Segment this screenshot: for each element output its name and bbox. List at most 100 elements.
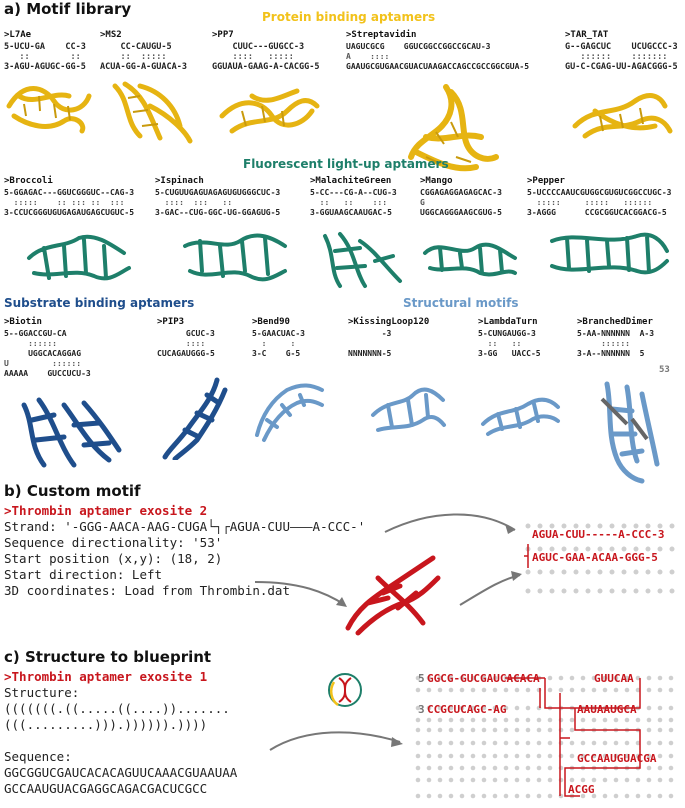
grid-dot (668, 687, 674, 693)
lambda-3d-structure (481, 397, 560, 436)
grid-dot (558, 675, 564, 681)
grid-dot (613, 717, 619, 723)
grid-dot (646, 777, 652, 783)
grid-dot (481, 717, 487, 723)
bp-3-label: 3 (418, 703, 425, 716)
branched-3d-structure (600, 381, 660, 484)
grid-dot (624, 740, 630, 746)
grid-dot (459, 753, 465, 759)
fluor-group-title: Fluorescent light-up aptamers (243, 157, 449, 171)
grid-dot (492, 793, 498, 799)
motif-title: >TAR_TAT (565, 30, 609, 40)
grid-dot (602, 717, 608, 723)
grid-dot (646, 675, 652, 681)
grid-dot (481, 675, 487, 681)
grid-dot (580, 777, 586, 783)
grid-dot (503, 753, 509, 759)
grid-dot (536, 793, 542, 799)
grid-dot (503, 740, 509, 746)
motif-kissing-loop: >KissingLoop120 -3 NNNNNNN-5 (348, 317, 468, 477)
grid-dot (657, 793, 663, 799)
grid-dot (503, 705, 509, 711)
grid-dot (525, 793, 531, 799)
custom-bp-bot: AGUC-GAA-ACAA-GGG-5 (532, 551, 658, 564)
grid-dot (569, 777, 575, 783)
grid-dot (613, 753, 619, 759)
grid-dot (415, 793, 421, 799)
mango-3d-structure (423, 242, 517, 277)
substrate-group-title: Substrate binding aptamers (4, 296, 195, 310)
grid-dot (514, 740, 520, 746)
sequence-line-2: GCCAAUGUACGAGGCAGACGACUCGCC (4, 781, 208, 796)
branched-directionality: 53 (659, 365, 670, 375)
grid-dot (492, 765, 498, 771)
grid-dot (448, 753, 454, 759)
grid-dot (426, 675, 432, 681)
grid-dot (569, 727, 575, 733)
grid-dot (514, 793, 520, 799)
grid-dot (657, 687, 663, 693)
custom-pos: Start position (x,y): (18, 2) (4, 551, 223, 566)
motif-sequence: -3 NNNNNNN-5 (348, 329, 392, 358)
grid-dot (459, 793, 465, 799)
sequence-label: Sequence: (4, 749, 72, 764)
grid-dot (525, 705, 531, 711)
grid-dot (624, 777, 630, 783)
motif-streptavidin: >Streptavidin UAGUCGCG GGUCGGCCGGCCGCAU-… (346, 30, 556, 172)
motif-ispinach: >Ispinach 5-CUGUUGAGUAGAGUGUGGGCUC-3 :::… (155, 176, 305, 286)
grid-dot (448, 717, 454, 723)
motif-tar-tat: >TAR_TAT G--GAGCUC UCUGCCC-3 :::::: ::::… (565, 30, 683, 140)
structure-line-1: (((((((.((.....((....))....... (4, 701, 230, 716)
grid-dot (503, 727, 509, 733)
grid-dot (459, 727, 465, 733)
motif-title: >PIP3 (157, 317, 185, 327)
grid-dot (668, 717, 674, 723)
grid-dot (492, 717, 498, 723)
motif-sequence: 5-CUGUUGAGUAGAGUGUGGGCUC-3 :::: ::: :: 3… (155, 188, 281, 217)
motif-pp7: >PP7 CUUC---GUGCC-3 :::: ::::: GGUAUA-GA… (212, 30, 337, 140)
grid-dot (668, 727, 674, 733)
grid-dot (646, 740, 652, 746)
motif-bend90: >Bend90 5-GAACUAC-3 : : 3-C G-5 (252, 317, 342, 477)
grid-dot (481, 740, 487, 746)
grid-dot (591, 793, 597, 799)
ispinach-3d-structure (183, 233, 287, 282)
grid-dot (635, 675, 641, 681)
grid-dot (448, 687, 454, 693)
custom-bp-top: AGUA-CUU-----A-CCC-3 (532, 528, 665, 541)
motif-sequence: UAGUCGCG GGUCGGCCGGCCGCAU-3 A :::: GAAUG… (346, 42, 530, 71)
structure-line-2: (((.........))).)))))).)))) (4, 717, 208, 732)
grid-dot (470, 765, 476, 771)
motif-broccoli: >Broccoli 5-GGAGAC---GGUCGGGUC--CAG-3 ::… (4, 176, 149, 286)
grid-dot (448, 727, 454, 733)
grid-dot (547, 727, 553, 733)
grid-dot (426, 793, 432, 799)
motif-sequence: G--GAGCUC UCUGCCC-3 :::::: ::::::: GU-C-… (565, 42, 678, 72)
grid-dot (525, 727, 531, 733)
grid-dot (514, 753, 520, 759)
section-c-title: c) Structure to blueprint (4, 648, 212, 666)
grid-dot (668, 753, 674, 759)
grid-dot (470, 753, 476, 759)
grid-dot (613, 777, 619, 783)
grid-dot (492, 753, 498, 759)
grid-dot (481, 765, 487, 771)
bp-5-label: 5 (418, 672, 425, 685)
motif-sequence: 5-CC---CG-A--CUG-3 :: :: ::: 3-GGUAAGCAA… (310, 188, 397, 217)
grid-dot (668, 765, 674, 771)
grid-dot (459, 687, 465, 693)
grid-dot (624, 793, 630, 799)
motif-biotin: >Biotin 5--GGACCGU-CA :::::: UGGCACAGGAG… (4, 317, 144, 477)
grid-dot (525, 777, 531, 783)
grid-dot (437, 793, 443, 799)
grid-dot (569, 753, 575, 759)
motif-title: >Bend90 (252, 317, 290, 327)
custom-dir: Sequence directionality: '53' (4, 535, 223, 550)
grid-dot (591, 740, 597, 746)
motif-sequence: 5-CUNGAUGG-3 :: :: 3-GG UACC-5 (478, 329, 541, 358)
custom-blueprint-grid (524, 523, 675, 594)
grid-dot (514, 727, 520, 733)
motif-title: >Biotin (4, 317, 42, 327)
motif-sequence: 5--GGACCGU-CA :::::: UGGCACAGGAG U :::::… (4, 329, 91, 378)
grid-dot (646, 793, 652, 799)
